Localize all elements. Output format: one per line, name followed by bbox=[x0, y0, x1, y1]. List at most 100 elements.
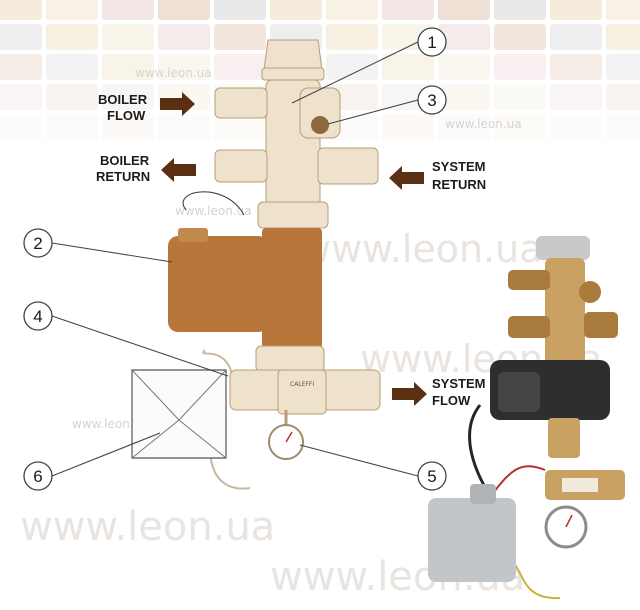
callout-circle-5 bbox=[417, 461, 447, 491]
mosaic-tile bbox=[494, 24, 546, 50]
brand-label: CALEFFI bbox=[290, 381, 314, 388]
mosaic-tile bbox=[102, 0, 154, 20]
callout-circle-6 bbox=[23, 461, 53, 491]
callout-circle-3 bbox=[417, 85, 447, 115]
pump-wire bbox=[182, 191, 245, 216]
mosaic-tile bbox=[494, 0, 546, 20]
pump-terminal bbox=[178, 228, 208, 242]
leader-2 bbox=[51, 242, 173, 263]
mosaic-tile bbox=[494, 114, 546, 140]
watermark-6: www.leon.ua bbox=[445, 117, 522, 131]
control-box bbox=[131, 369, 227, 459]
mosaic-tile bbox=[0, 24, 42, 50]
mosaic-tile bbox=[0, 84, 42, 110]
callout-leaders bbox=[51, 41, 419, 477]
mosaic-tile bbox=[158, 54, 210, 80]
photo-label-plate bbox=[562, 478, 598, 492]
mosaic-tile bbox=[214, 114, 266, 140]
mosaic-tile bbox=[606, 84, 640, 110]
system-return-fitting bbox=[317, 147, 379, 185]
watermark-7: www.leon.ua bbox=[175, 204, 252, 218]
leader-3 bbox=[327, 99, 419, 125]
mosaic-tile bbox=[102, 84, 154, 110]
mosaic-tile bbox=[606, 24, 640, 50]
photo-control-box bbox=[428, 498, 516, 582]
gauge-needle bbox=[285, 431, 293, 443]
mosaic-tile bbox=[214, 24, 266, 50]
photo-valve-body bbox=[545, 258, 585, 368]
photo-thermostatic-head bbox=[536, 236, 590, 260]
label-boiler-return-1: BOILER bbox=[100, 153, 150, 168]
photo-control-box-gland bbox=[470, 484, 496, 504]
flow-arrows bbox=[160, 92, 427, 406]
callout-circle-2 bbox=[23, 228, 53, 258]
watermark-5: www.leon.ua bbox=[135, 66, 212, 80]
mosaic-tile bbox=[102, 54, 154, 80]
mosaic-tile bbox=[494, 84, 546, 110]
valve-drawing: CALEFFI bbox=[131, 39, 381, 490]
mosaic-tile bbox=[46, 114, 98, 140]
callout-4: 4 bbox=[33, 307, 42, 326]
mosaic-tile bbox=[46, 24, 98, 50]
boiler-flow-fitting bbox=[214, 87, 268, 119]
photo-boiler-return bbox=[508, 316, 550, 338]
mosaic-tile bbox=[438, 114, 490, 140]
mosaic-tile bbox=[382, 54, 434, 80]
leader-1 bbox=[291, 41, 419, 104]
pump-motor bbox=[168, 236, 268, 332]
mosaic-tile bbox=[158, 0, 210, 20]
callout-3: 3 bbox=[427, 91, 436, 110]
mosaic-tile bbox=[606, 0, 640, 20]
mosaic-tile bbox=[550, 0, 602, 20]
mosaic-tile bbox=[382, 114, 434, 140]
mosaic-tile bbox=[550, 54, 602, 80]
mosaic-tile bbox=[0, 114, 42, 140]
label-system-flow-2: FLOW bbox=[432, 393, 471, 408]
watermark-1: www.leon.ua bbox=[300, 227, 543, 271]
arrow-boiler-return bbox=[161, 158, 196, 182]
photo-lower-union bbox=[548, 418, 580, 458]
label-boiler-return-2: RETURN bbox=[96, 169, 150, 184]
mosaic-tile bbox=[438, 0, 490, 20]
mosaic-tile bbox=[326, 0, 378, 20]
callouts: 1 3 2 4 6 5 bbox=[23, 27, 447, 491]
mosaic-tile bbox=[494, 54, 546, 80]
background-mosaic bbox=[0, 0, 640, 140]
photo-system-return bbox=[584, 312, 618, 338]
mosaic-tile bbox=[0, 54, 42, 80]
mosaic-tile bbox=[270, 0, 322, 20]
callout-6: 6 bbox=[33, 467, 42, 486]
mosaic-tile bbox=[550, 114, 602, 140]
bypass-knob bbox=[311, 116, 329, 134]
callout-1: 1 bbox=[427, 33, 436, 52]
leader-5 bbox=[299, 444, 419, 477]
mosaic-tile bbox=[606, 114, 640, 140]
mosaic-tile bbox=[214, 0, 266, 20]
mosaic-tile bbox=[438, 84, 490, 110]
mosaic-tile bbox=[326, 24, 378, 50]
head-ring bbox=[261, 67, 325, 81]
photo-pump-head bbox=[498, 372, 540, 412]
leader-4 bbox=[51, 315, 229, 377]
thermostatic-head bbox=[263, 39, 323, 71]
callout-5: 5 bbox=[427, 467, 436, 486]
photo-gauge-needle bbox=[565, 514, 573, 528]
callout-circle-4 bbox=[23, 301, 53, 331]
mosaic-tile bbox=[438, 24, 490, 50]
mosaic-tile bbox=[606, 54, 640, 80]
mosaic-tile bbox=[550, 84, 602, 110]
mosaic-tile bbox=[158, 24, 210, 50]
label-boiler-flow-1: BOILER bbox=[98, 92, 148, 107]
callout-circle-1 bbox=[417, 27, 447, 57]
mosaic-tile bbox=[46, 84, 98, 110]
watermark-8: www.leon.ua bbox=[72, 417, 149, 431]
bypass-valve bbox=[299, 87, 341, 139]
mosaic-tile bbox=[0, 0, 42, 20]
mosaic-tile bbox=[46, 54, 98, 80]
label-system-return-2: RETURN bbox=[432, 177, 486, 192]
lower-union bbox=[255, 345, 325, 373]
flow-thermostat-plate bbox=[277, 369, 327, 415]
control-box-lines bbox=[131, 369, 227, 459]
arrow-system-flow bbox=[392, 382, 427, 406]
